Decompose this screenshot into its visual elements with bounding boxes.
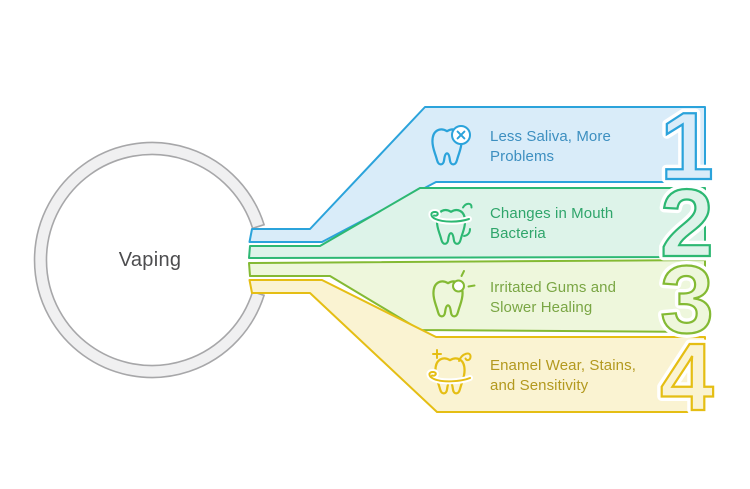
item-1-label: Less Saliva, More Problems bbox=[490, 128, 611, 165]
step-number-1-halo: 1 bbox=[660, 93, 713, 200]
step-number-2: 2 bbox=[660, 170, 713, 277]
step-number-2-halo: 2 bbox=[660, 170, 713, 277]
item-1-banner-shape bbox=[248, 106, 706, 243]
item-3-label: Irritated Gums and Slower Healing bbox=[490, 279, 617, 316]
step-number-4: 4 bbox=[660, 324, 713, 431]
item-1-ribbon bbox=[248, 106, 706, 243]
central-topic-label: Vaping bbox=[118, 249, 182, 271]
step-number-3: 3 bbox=[660, 247, 713, 354]
tooth-irritation-icon bbox=[432, 270, 476, 318]
item-4-ribbon bbox=[248, 279, 706, 413]
item-4-label: Enamel Wear, Stains, and Sensitivity bbox=[490, 357, 636, 394]
item-4-banner-shape bbox=[248, 279, 706, 413]
tooth-cancel-icon bbox=[431, 125, 471, 166]
step-number-3-halo: 3 bbox=[660, 247, 713, 354]
item-2-banner-shape bbox=[248, 187, 706, 259]
ring-band bbox=[33, 141, 266, 379]
central-ring bbox=[33, 141, 266, 379]
item-2-ribbon bbox=[248, 187, 706, 259]
tooth-bacteria-icon bbox=[428, 202, 473, 245]
item-2-label: Changes in Mouth Bacteria bbox=[490, 205, 614, 242]
step-number-1: 1 bbox=[660, 93, 713, 200]
tooth-enamel-wear-icon bbox=[426, 349, 473, 395]
step-number-4-halo: 4 bbox=[660, 324, 713, 431]
